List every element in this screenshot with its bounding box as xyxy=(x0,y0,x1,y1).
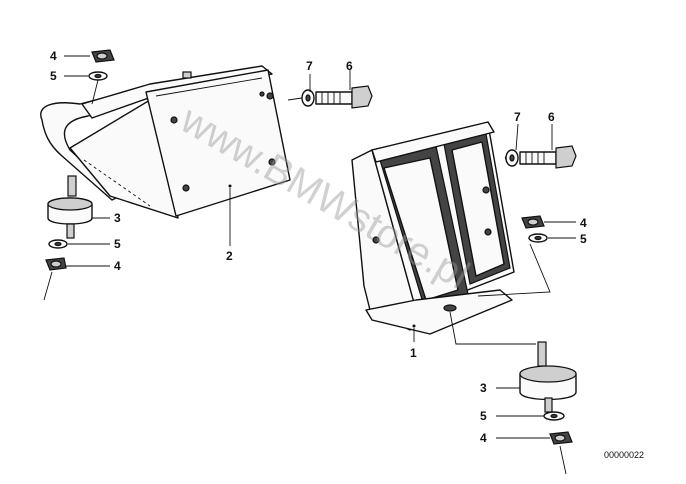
assembly-lines xyxy=(91,79,551,345)
callout-left-nut-top: 4 xyxy=(50,49,57,63)
callout-left-washer-bottom: 5 xyxy=(114,237,121,251)
right-rubber-mount xyxy=(519,341,577,475)
callout-left-washer-top: 5 xyxy=(50,69,57,83)
document-number: 00000022 xyxy=(604,450,644,460)
callout-right-bolt: 6 xyxy=(548,110,555,124)
right-upper-hardware xyxy=(521,215,548,243)
callout-left-bolt: 6 xyxy=(346,59,353,73)
callout-left-mount: 3 xyxy=(114,211,121,225)
callout-left-washer-bolt: 7 xyxy=(306,59,313,73)
right-bracket xyxy=(351,121,515,335)
left-bracket xyxy=(40,65,291,219)
callout-right-washer-bottom: 5 xyxy=(480,409,487,423)
callout-right-washer-bolt: 7 xyxy=(514,110,521,124)
callout-right-nut-top: 4 xyxy=(580,216,587,230)
left-bolt-assembly xyxy=(301,85,373,109)
callout-right-nut-bottom: 4 xyxy=(480,431,487,445)
callout-right-washer-top: 5 xyxy=(580,232,587,246)
callout-left-nut-bottom: 4 xyxy=(114,259,121,273)
left-rubber-mount xyxy=(47,175,93,239)
left-hardware xyxy=(43,49,115,301)
callout-right-bracket: 1 xyxy=(410,346,417,360)
callouts: 4 5 3 5 4 2 7 6 7 6 4 5 1 3 5 4 xyxy=(50,49,587,445)
right-bolt-assembly xyxy=(505,145,577,169)
callout-left-bracket: 2 xyxy=(226,249,233,263)
callout-right-mount: 3 xyxy=(480,381,487,395)
